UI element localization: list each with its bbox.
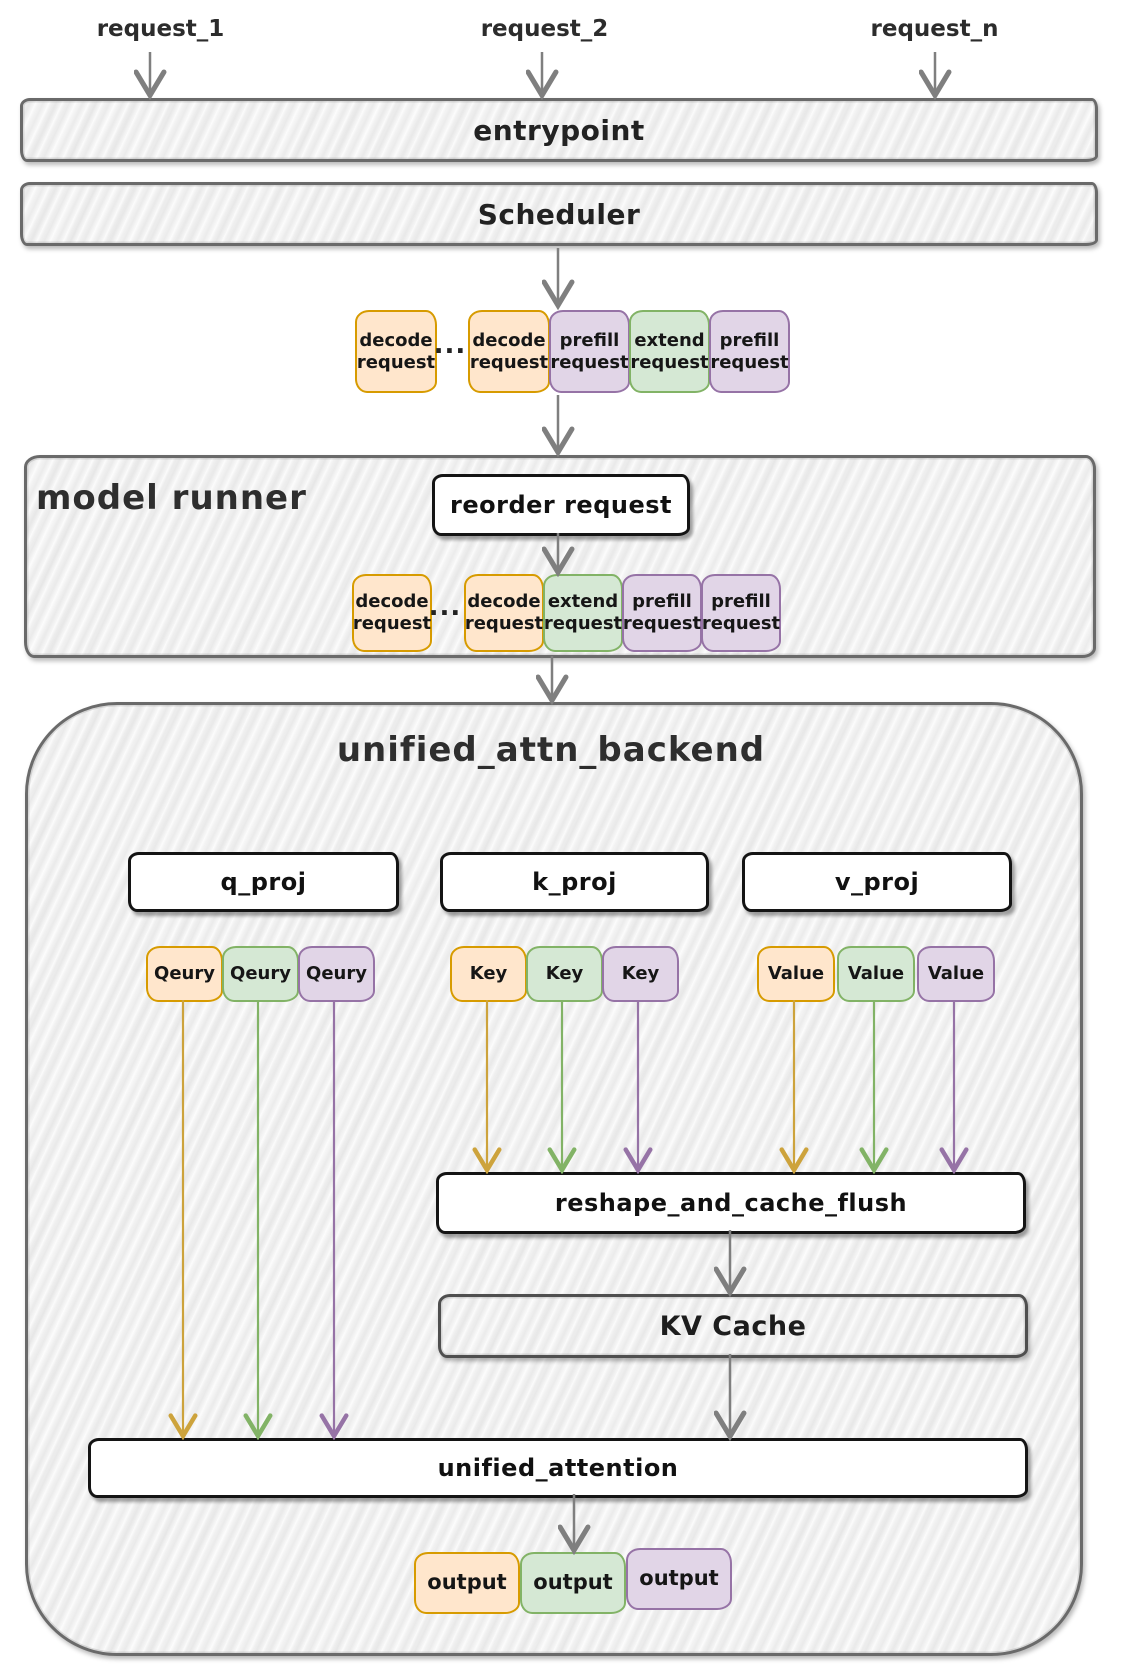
key-chip: Key bbox=[602, 946, 679, 1002]
reordered-chip-decode: decode request bbox=[464, 574, 544, 652]
request-1-label: request_1 bbox=[96, 16, 225, 42]
output-chip: output bbox=[626, 1548, 732, 1610]
entrypoint-bar: entrypoint bbox=[20, 98, 1098, 162]
queue-chip-decode: decode request bbox=[468, 310, 550, 393]
k-proj-box: k_proj bbox=[440, 852, 709, 912]
output-chip: output bbox=[520, 1552, 626, 1614]
value-chip: Value bbox=[917, 946, 995, 1002]
key-chip: Key bbox=[526, 946, 603, 1002]
queue-chip-extend: extend request bbox=[629, 310, 710, 393]
reshape-and-cache-flush-label: reshape_and_cache_flush bbox=[554, 1189, 908, 1217]
queue-ellipsis: ... bbox=[433, 330, 467, 360]
value-chip: Value bbox=[757, 946, 835, 1002]
queue-chip-prefill: prefill request bbox=[549, 310, 630, 393]
request-2-label: request_2 bbox=[480, 16, 609, 42]
k-proj-label: k_proj bbox=[532, 868, 617, 896]
scheduler-label: Scheduler bbox=[477, 197, 641, 231]
v-proj-box: v_proj bbox=[742, 852, 1012, 912]
key-chip: Key bbox=[450, 946, 527, 1002]
model-runner-title: model runner bbox=[36, 478, 307, 518]
kv-cache-box: KV Cache bbox=[438, 1294, 1028, 1358]
scheduler-bar: Scheduler bbox=[20, 182, 1098, 246]
reordered-chip-prefill: prefill request bbox=[622, 574, 702, 652]
kv-cache-label: KV Cache bbox=[659, 1310, 807, 1342]
q-proj-box: q_proj bbox=[128, 852, 399, 912]
reorder-request-label: reorder request bbox=[450, 491, 672, 519]
queue-chip-prefill: prefill request bbox=[709, 310, 790, 393]
reordered-chip-extend: extend request bbox=[543, 574, 623, 652]
query-chip: Qeury bbox=[298, 946, 375, 1002]
queue-chip-decode: decode request bbox=[355, 310, 437, 393]
reorder-request-box: reorder request bbox=[432, 474, 690, 536]
query-chip: Qeury bbox=[146, 946, 223, 1002]
reordered-chip-prefill: prefill request bbox=[701, 574, 781, 652]
request-n-label: request_n bbox=[870, 16, 999, 42]
entrypoint-label: entrypoint bbox=[473, 113, 645, 147]
output-chip: output bbox=[414, 1552, 520, 1614]
q-proj-label: q_proj bbox=[220, 868, 307, 896]
v-proj-label: v_proj bbox=[834, 868, 920, 896]
query-chip: Qeury bbox=[222, 946, 299, 1002]
reordered-chip-decode: decode request bbox=[352, 574, 432, 652]
reshape-and-cache-flush-box: reshape_and_cache_flush bbox=[436, 1172, 1026, 1234]
reordered-ellipsis: ... bbox=[428, 592, 462, 622]
value-chip: Value bbox=[837, 946, 915, 1002]
unified-attention-box: unified_attention bbox=[88, 1438, 1028, 1498]
unified-attention-label: unified_attention bbox=[437, 1454, 679, 1482]
unified-attn-backend-title: unified_attn_backend bbox=[336, 730, 766, 770]
